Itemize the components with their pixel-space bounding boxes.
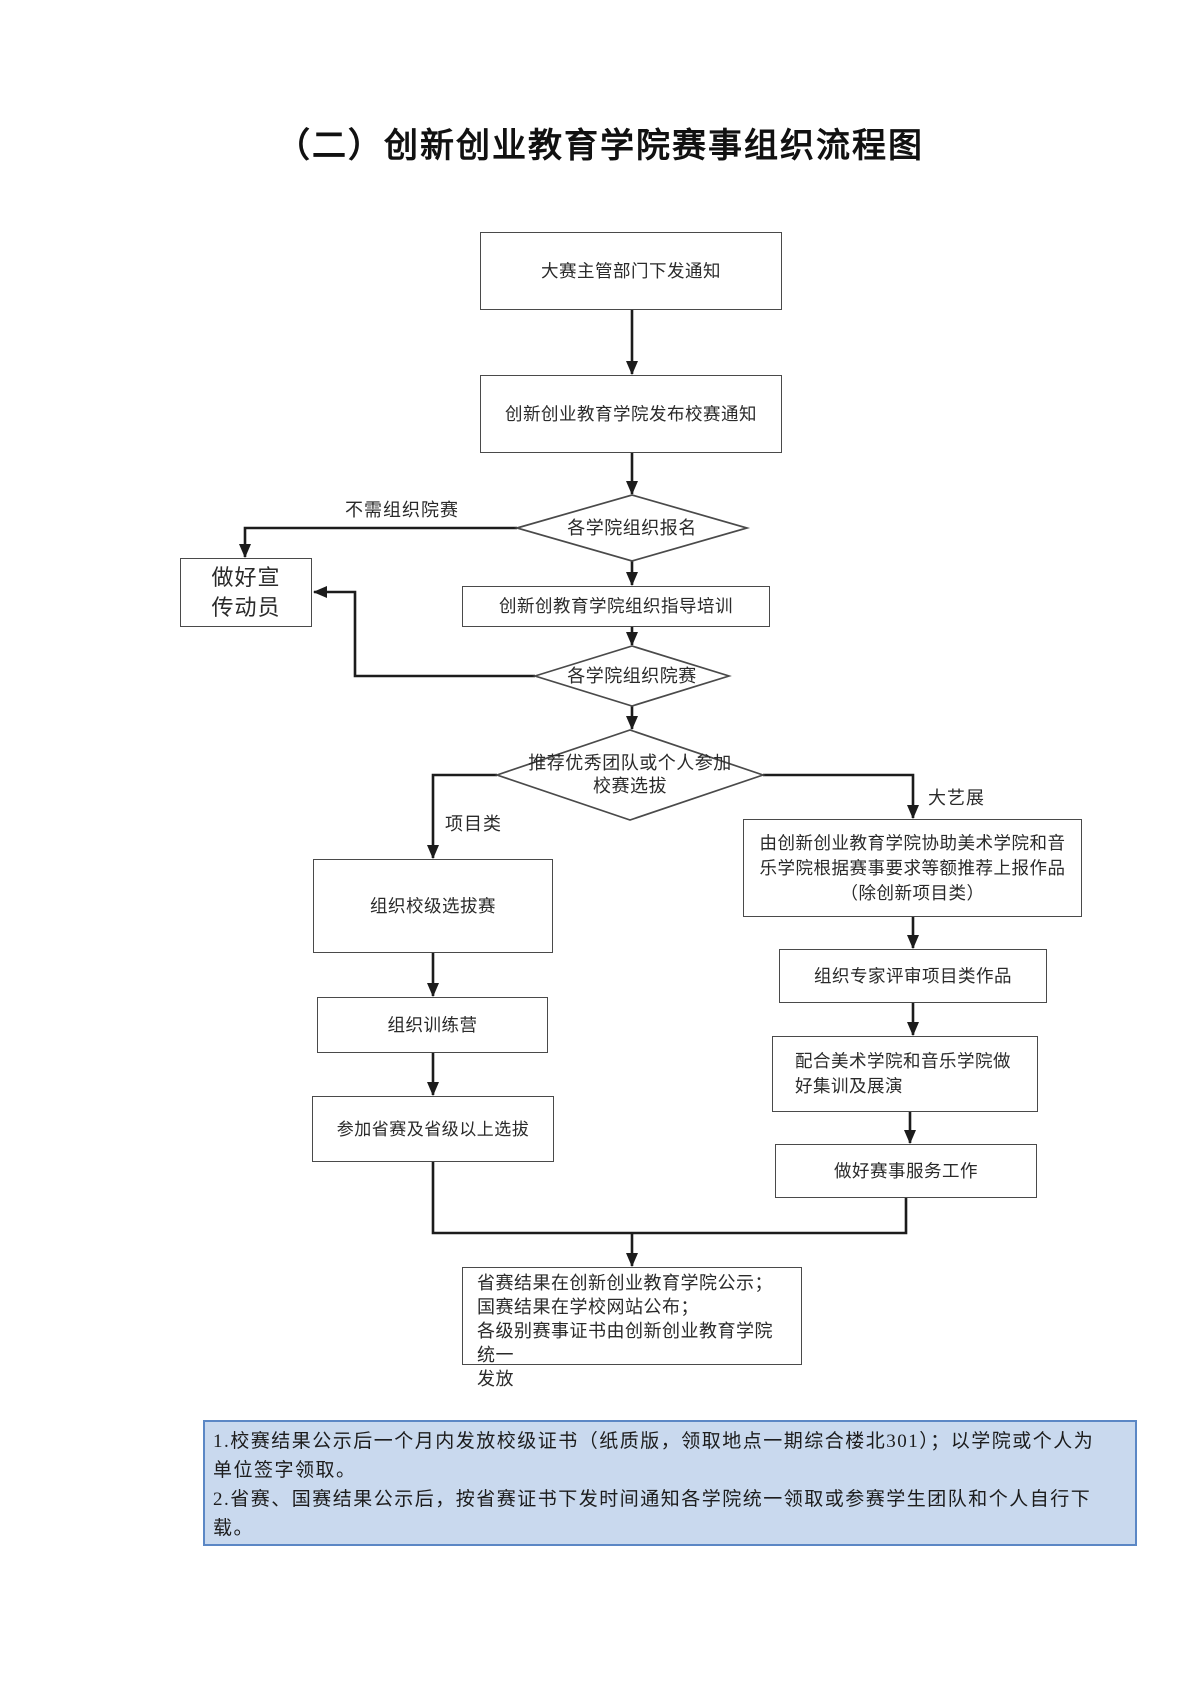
diamond-register-label: 各学院组织报名 [567,518,697,538]
note-item-1: 1.校赛结果公示后一个月内发放校级证书（纸质版，领取地点一期综合楼北301）；以… [213,1431,1095,1481]
diamond-college-contest [532,645,732,707]
node-results: 省赛结果在创新创业教育学院公示； 国赛结果在学校网站公布； 各级别赛事证书由创新… [462,1267,802,1389]
page-title: （二）创新创业教育学院赛事组织流程图 [276,127,924,165]
node-school-selection: 组织校级选拔赛 [313,859,553,953]
node-notice: 大赛主管部门下发通知 [480,232,782,310]
diamond-recommend-label: 推荐优秀团队或个人参加 校赛选拔 [528,753,732,796]
note-box: 1.校赛结果公示后一个月内发放校级证书（纸质版，领取地点一期综合楼北301）；以… [203,1420,1137,1546]
edge-label-art-exhibition: 大艺展 [928,788,985,808]
node-service: 做好赛事服务工作 [775,1144,1037,1198]
edge-recommend-to-assist [763,773,919,819]
note-item-2: 2.省赛、国赛结果公示后，按省赛证书下发时间通知各学院统一领取或参赛学生团队和个… [213,1489,1092,1539]
node-publicity: 做好宣 传动员 [180,558,312,627]
node-publish: 创新创业教育学院发布校赛通知 [480,375,782,453]
node-training: 创新创教育学院组织指导培训 [462,586,770,627]
diamond-college-contest-label: 各学院组织院赛 [567,666,697,686]
node-provincial: 参加省赛及省级以上选拔 [312,1096,554,1162]
node-coordinate: 配合美术学院和音乐学院做 好集训及展演 [772,1036,1038,1112]
edge-register-to-publicity [239,526,517,558]
diamond-recommend [494,729,766,821]
edge-merge [431,1162,908,1235]
edge-label-project-category: 项目类 [445,814,502,834]
edge-recommend-to-schoolselection [427,773,497,859]
node-assist: 由创新创业教育学院协助美术学院和音 乐学院根据赛事要求等额推荐上报作品 （除创新… [743,819,1082,917]
node-training-camp: 组织训练营 [317,997,548,1053]
edge-collegecontest-to-publicity [313,586,535,678]
edge-label-no-college-contest: 不需组织院赛 [345,500,459,520]
node-expert-review: 组织专家评审项目类作品 [779,949,1047,1003]
diamond-register [513,494,751,562]
